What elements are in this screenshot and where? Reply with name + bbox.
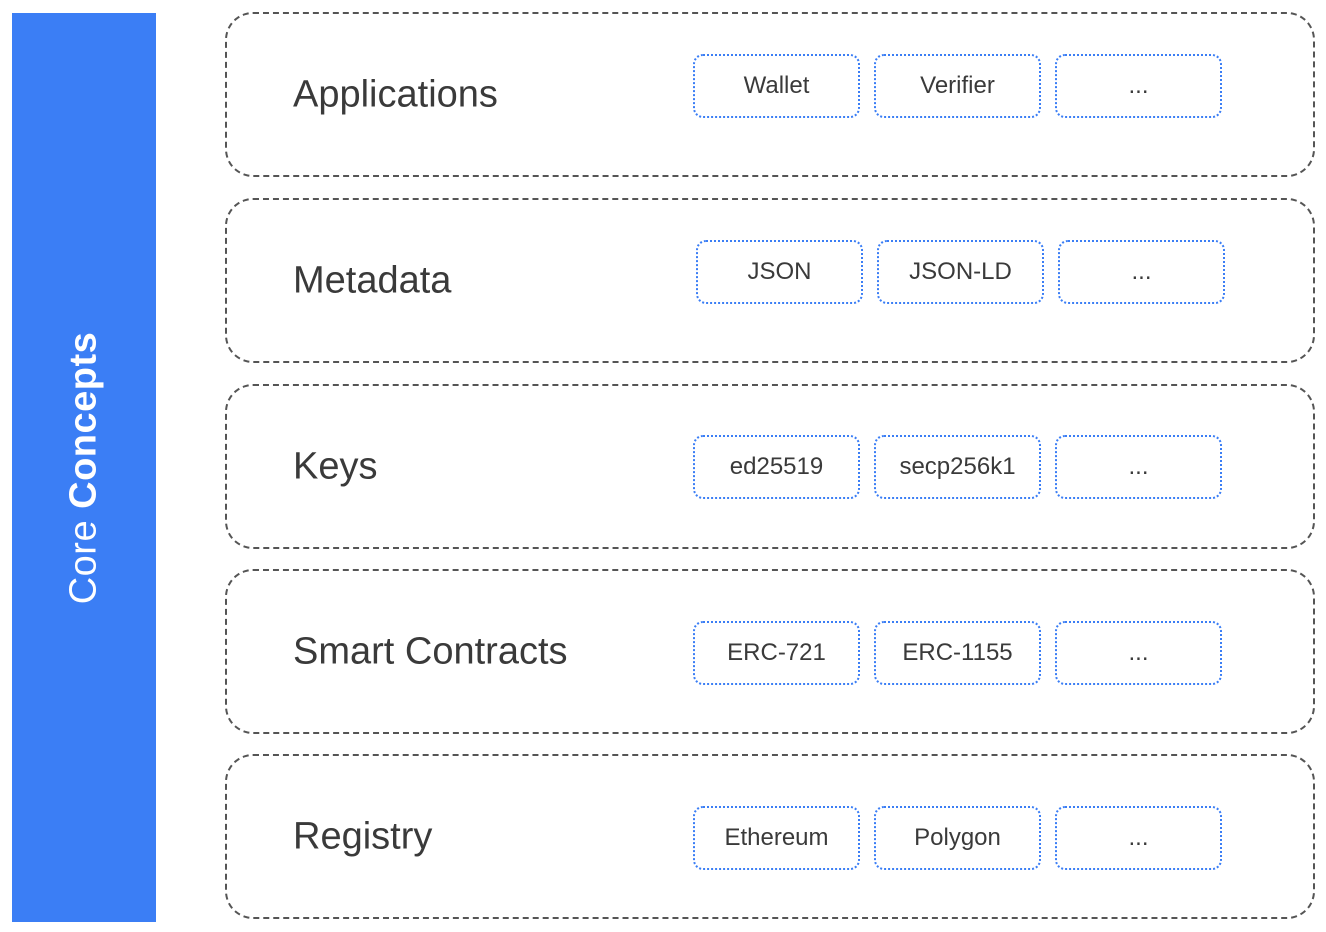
layer-title: Registry: [293, 815, 433, 857]
chip: Wallet: [693, 54, 860, 118]
layer-chips: JSON JSON-LD ...: [696, 240, 1225, 304]
chip: ...: [1055, 621, 1222, 685]
chip: ed25519: [693, 435, 860, 499]
layer-title: Metadata: [293, 259, 452, 301]
chip: JSON: [696, 240, 863, 304]
chip: ...: [1058, 240, 1225, 304]
layer-smart-contracts: Smart Contracts ERC-721 ERC-1155 ...: [225, 569, 1315, 734]
layer-keys: Keys ed25519 secp256k1 ...: [225, 384, 1315, 549]
layer-metadata: Metadata JSON JSON-LD ...: [225, 198, 1315, 363]
chip: ERC-1155: [874, 621, 1041, 685]
chip: ...: [1055, 806, 1222, 870]
layer-title: Applications: [293, 73, 498, 115]
chip: ...: [1055, 435, 1222, 499]
chip: ...: [1055, 54, 1222, 118]
chip: JSON-LD: [877, 240, 1044, 304]
layer-registry: Registry Ethereum Polygon ...: [225, 754, 1315, 919]
core-concepts-sidebar: Core Concepts: [12, 13, 156, 922]
sidebar-label: Core Concepts: [63, 331, 106, 604]
chip: Ethereum: [693, 806, 860, 870]
layer-title: Smart Contracts: [293, 630, 568, 672]
layer-chips: ERC-721 ERC-1155 ...: [693, 621, 1222, 685]
layer-chips: Ethereum Polygon ...: [693, 806, 1222, 870]
layer-chips: ed25519 secp256k1 ...: [693, 435, 1222, 499]
sidebar-label-concepts: Concepts: [62, 331, 105, 509]
chip: secp256k1: [874, 435, 1041, 499]
layer-chips: Wallet Verifier ...: [693, 54, 1222, 118]
chip: Polygon: [874, 806, 1041, 870]
chip: Verifier: [874, 54, 1041, 118]
sidebar-label-core: Core: [62, 519, 105, 604]
layer-title: Keys: [293, 445, 378, 487]
chip: ERC-721: [693, 621, 860, 685]
layer-applications: Applications Wallet Verifier ...: [225, 12, 1315, 177]
